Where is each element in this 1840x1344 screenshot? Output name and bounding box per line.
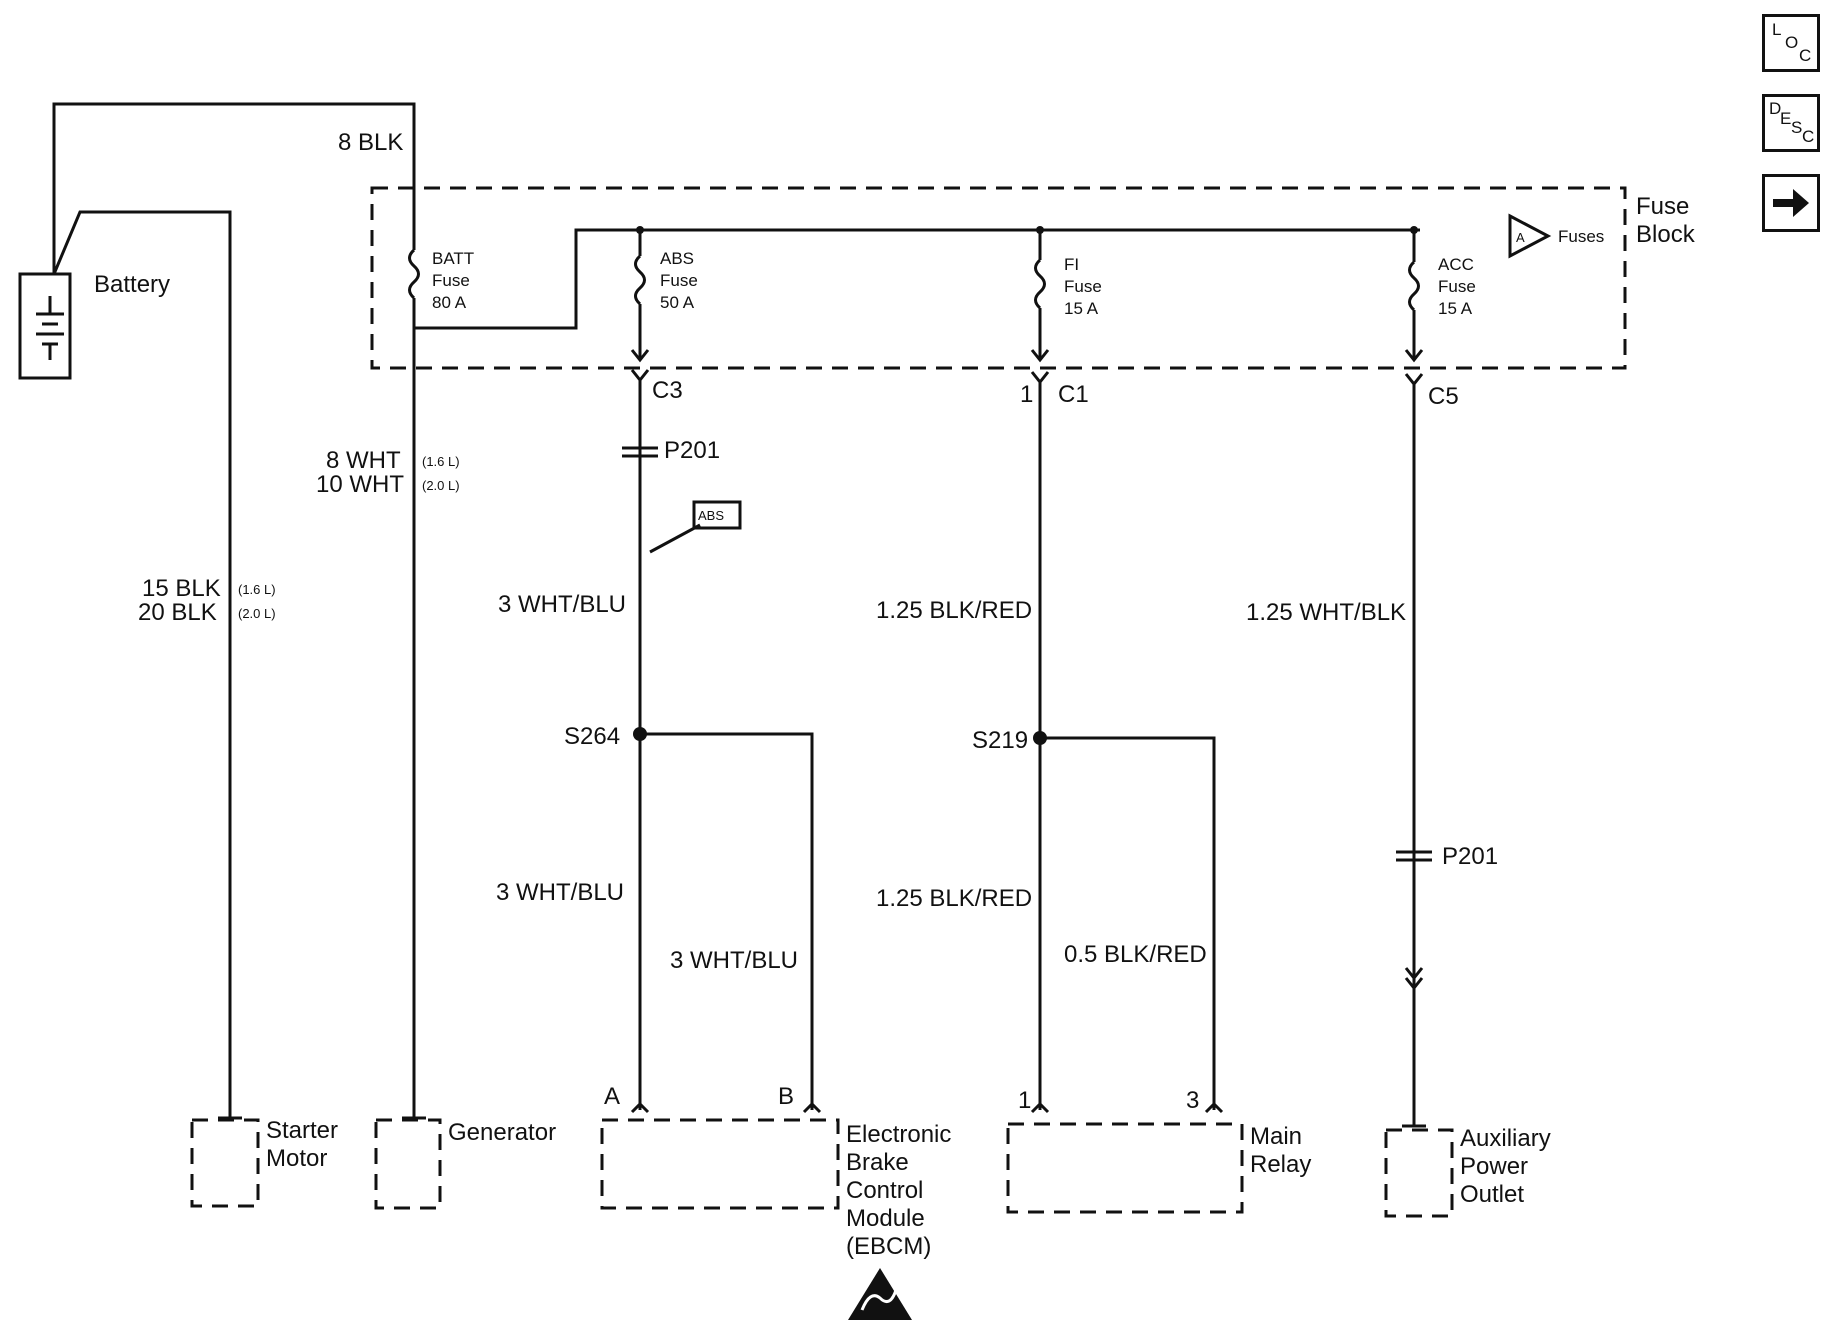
wire-note-gen-1: (1.6 L) <box>422 454 460 469</box>
ebcm-label-5: (EBCM) <box>846 1233 931 1260</box>
fuse-batt <box>408 248 420 300</box>
generator-outline <box>374 1118 442 1210</box>
next-button[interactable] <box>1762 174 1820 232</box>
loc-letter-o: O <box>1785 33 1799 52</box>
loc-letter-l: L <box>1772 20 1782 39</box>
wire-label-fi-upper: 1.25 BLK/RED <box>876 597 1032 624</box>
fuse-abs <box>634 254 646 306</box>
relay-pin-1: 1 <box>1018 1087 1031 1114</box>
ebcm-outline <box>600 1118 840 1210</box>
wire-batt-bus <box>414 228 1420 330</box>
splice-s219 <box>1033 731 1047 745</box>
splice-s264 <box>633 727 647 741</box>
fuse-acc-rating: 15 A <box>1438 299 1473 318</box>
wire-label-starter-1: 15 BLK <box>142 575 221 602</box>
connector-c1-pin: 1 <box>1020 381 1033 408</box>
fuse-abs-type: Fuse <box>660 271 698 290</box>
wire-note-starter-2: (2.0 L) <box>238 606 276 621</box>
battery-symbol <box>18 272 72 380</box>
aux-power-outlet-outline <box>1384 1128 1454 1218</box>
fuse-block-title-2: Block <box>1636 221 1696 248</box>
ebcm-label-2: Brake <box>846 1149 909 1176</box>
battery-label: Battery <box>94 271 170 298</box>
wire-label-abs-upper: 3 WHT/BLU <box>498 591 626 618</box>
fuse-batt-type: Fuse <box>432 271 470 290</box>
arrow-right-icon <box>1773 189 1809 217</box>
fuses-ref-triangle <box>1508 213 1552 259</box>
fuse-batt-name: BATT <box>432 249 474 268</box>
splice-s219-label: S219 <box>972 727 1028 754</box>
ebcm-label-3: Control <box>846 1177 923 1204</box>
connector-c5: C5 <box>1428 383 1459 410</box>
starter-label-1: Starter <box>266 1117 338 1144</box>
fuses-ref-label: Fuses <box>1558 227 1604 246</box>
starter-label-2: Motor <box>266 1145 327 1172</box>
splice-s264-label: S264 <box>564 723 620 750</box>
wire-label-acc: 1.25 WHT/BLK <box>1246 599 1406 626</box>
generator-label: Generator <box>448 1119 556 1146</box>
wire-label-gen-1: 8 WHT <box>326 447 401 474</box>
loc-letter-c: C <box>1799 46 1812 65</box>
desc-letter-c: C <box>1802 127 1815 146</box>
relay-label-1: Main <box>1250 1123 1302 1150</box>
fuse-block-outline <box>370 186 1627 370</box>
loc-button[interactable]: L O C <box>1762 14 1820 72</box>
wire-label-batt-feed: 8 BLK <box>338 129 403 156</box>
relay-label-2: Relay <box>1250 1151 1311 1178</box>
fuse-fi-name: FI <box>1064 255 1079 274</box>
ebcm-label-1: Electronic <box>846 1121 951 1148</box>
ebcm-pin-a: A <box>604 1083 620 1110</box>
connector-c1: C1 <box>1058 381 1089 408</box>
ebcm-pin-b: B <box>778 1083 794 1110</box>
wire-note-starter-1: (1.6 L) <box>238 582 276 597</box>
apo-label-1: Auxiliary <box>1460 1125 1551 1152</box>
desc-letter-s: S <box>1791 118 1803 137</box>
fuse-fi-rating: 15 A <box>1064 299 1099 318</box>
connector-p201-abs: P201 <box>664 437 720 464</box>
fuse-fi-type: Fuse <box>1064 277 1102 296</box>
fuse-acc-type: Fuse <box>1438 277 1476 296</box>
wire-batt-feed <box>52 102 416 274</box>
desc-letter-e: E <box>1780 109 1792 128</box>
apo-label-2: Power <box>1460 1153 1528 1180</box>
fuse-block-title-1: Fuse <box>1636 193 1689 220</box>
wire-label-fi-lower-3: 0.5 BLK/RED <box>1064 941 1207 968</box>
wire-label-abs-lower-b: 3 WHT/BLU <box>670 947 798 974</box>
apo-label-3: Outlet <box>1460 1181 1524 1208</box>
wire-label-gen-2: 10 WHT <box>316 471 404 498</box>
fuse-abs-name: ABS <box>660 249 694 268</box>
abs-option-box <box>692 500 742 530</box>
connector-c3: C3 <box>652 377 683 404</box>
fuse-abs-rating: 50 A <box>660 293 695 312</box>
wire-label-starter-2: 20 BLK <box>138 599 217 626</box>
esd-warning-icon <box>848 1268 912 1320</box>
fuse-batt-rating: 80 A <box>432 293 467 312</box>
wire-label-fi-lower-1: 1.25 BLK/RED <box>876 885 1032 912</box>
relay-pin-3: 3 <box>1186 1087 1199 1114</box>
fuse-acc <box>1408 260 1420 312</box>
desc-letter-d: D <box>1769 99 1782 118</box>
wire-note-gen-2: (2.0 L) <box>422 478 460 493</box>
desc-button[interactable]: D E S C <box>1762 94 1820 152</box>
wire-starter <box>52 210 232 1118</box>
fuses-ref-marker: A <box>1516 230 1525 245</box>
fuse-fi <box>1034 258 1046 310</box>
ebcm-label-4: Module <box>846 1205 925 1232</box>
wire-label-abs-lower-a: 3 WHT/BLU <box>496 879 624 906</box>
starter-motor-outline <box>190 1118 260 1208</box>
connector-p201-acc: P201 <box>1442 843 1498 870</box>
abs-option-label: ABS <box>698 508 724 523</box>
main-relay-outline <box>1006 1122 1244 1214</box>
fuse-acc-name: ACC <box>1438 255 1474 274</box>
